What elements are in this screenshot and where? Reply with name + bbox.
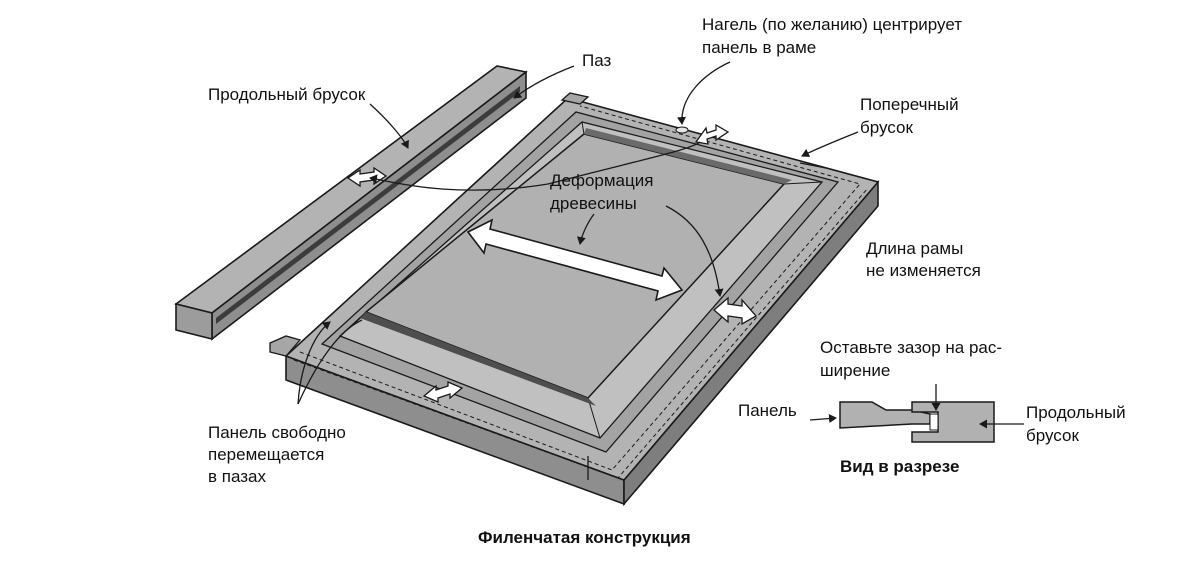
frame-length-label-line2: не изменяется	[866, 261, 981, 280]
gap-label-line1: Оставьте зазор на рас-	[820, 338, 1003, 357]
section-stile-label-line2: брусок	[1026, 426, 1079, 445]
frame-length-label-line1: Длина рамы	[866, 239, 964, 258]
section-stile-label-line1: Продольный	[1026, 403, 1126, 422]
section-panel-label: Панель	[738, 401, 797, 420]
assembled-frame	[269, 92, 880, 507]
stile-groove	[216, 86, 520, 324]
dowel-pin	[675, 126, 689, 134]
dowel-label-line2: панель в раме	[702, 38, 817, 57]
panel-free-label-line2: перемещается	[208, 445, 325, 464]
gap-label-line2: ширение	[820, 361, 891, 380]
separate-stile	[174, 65, 528, 341]
panel-free-label-line3: в пазах	[208, 467, 266, 486]
rail-movement-arrow	[694, 123, 730, 145]
wood-movement-label-line1: Деформация	[550, 171, 654, 190]
leader-lines	[297, 61, 859, 405]
wood-movement-label-line2: древесины	[550, 194, 637, 213]
section-stile	[911, 401, 995, 443]
rail-label-line2: брусок	[860, 118, 913, 137]
right-stile-arrow	[713, 296, 758, 326]
rail-label-line1: Поперечный	[860, 95, 959, 114]
groove-label: Паз	[582, 51, 612, 70]
wood-movement-arrow	[466, 218, 684, 302]
section-view-title: Вид в разрезе	[840, 457, 960, 476]
figure-title: Филенчатая конструкция	[478, 528, 691, 547]
section-view	[809, 384, 1024, 443]
stile-label: Продольный брусок	[208, 85, 366, 104]
dowel-label-line1: Нагель (по желанию) центрирует	[702, 15, 963, 34]
bottom-rail-arrow	[422, 381, 464, 403]
expansion-gap	[929, 413, 939, 431]
panel-free-label-line1: Панель свободно	[208, 423, 346, 442]
